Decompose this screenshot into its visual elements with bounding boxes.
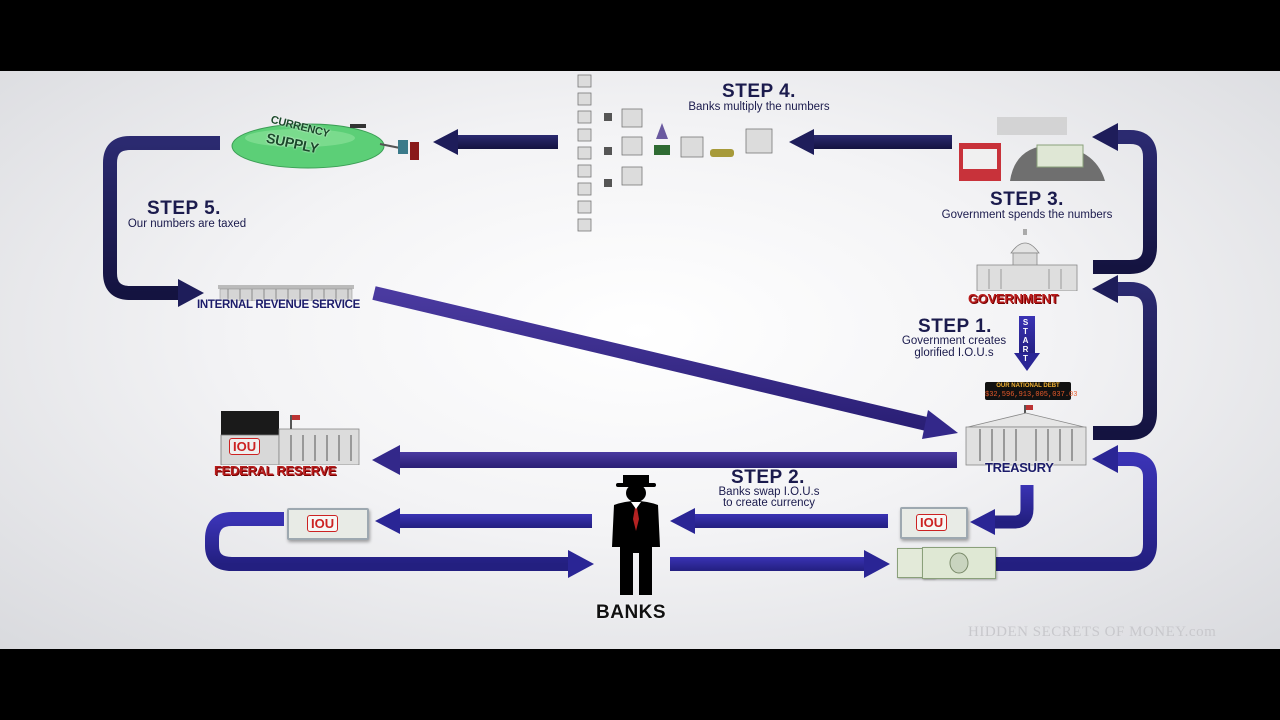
irs-label: INTERNAL REVENUE SERVICE — [197, 299, 360, 311]
step-1-title: STEP 1. — [918, 316, 992, 337]
arrow-government-to-spending-head — [1092, 123, 1118, 151]
step-5-title: STEP 5. — [147, 198, 221, 219]
federal-reserve-label: FEDERAL RESERVE — [214, 463, 337, 478]
arrow-irs-to-treasury — [372, 286, 937, 433]
government-capitol-icon — [976, 229, 1078, 291]
banks-label: BANKS — [596, 602, 667, 623]
start-label: START — [1021, 318, 1033, 363]
arrow-treasury-to-iou-head — [970, 509, 995, 535]
step-3-title: STEP 3. — [990, 189, 1064, 210]
fed-iou-stamp: IOU — [229, 438, 261, 455]
arrow-currency-to-treasury — [995, 452, 1157, 571]
flow-arrows — [103, 123, 1157, 578]
step-1-desc-1: Government creates — [901, 335, 1007, 347]
irs-building-icon — [218, 285, 354, 301]
arrow-treasury-to-government — [1093, 282, 1157, 440]
fed-iou-note-stamp: IOU — [307, 515, 339, 532]
debt-clock-value: $32,596,913,005,037.03 — [985, 391, 1078, 399]
treasury-iou-note: IOU — [900, 507, 968, 539]
banker-figure-icon — [612, 475, 660, 595]
national-debt-clock: OUR NATIONAL DEBT $32,596,913,005,037.03 — [985, 382, 1078, 400]
arrow-treasury-to-government-head — [1092, 275, 1118, 303]
arrow-iou-to-banks — [670, 508, 888, 534]
step-2-desc-1: Banks swap I.O.U.s — [718, 486, 820, 498]
step-2-title: STEP 2. — [731, 467, 805, 488]
step-4-desc: Banks multiply the numbers — [688, 101, 830, 113]
bank-buildings-icon — [577, 74, 773, 232]
arrow-fed-to-banks — [205, 512, 568, 571]
treasury-iou-note-stamp: IOU — [916, 514, 948, 531]
cash-bill-large — [922, 547, 996, 579]
watermark: HIDDEN SECRETS OF MONEY.com — [968, 624, 1217, 640]
arrow-banks-to-currency — [670, 550, 890, 578]
arrow-government-to-spending — [1093, 130, 1157, 274]
arrow-currency-to-irs — [103, 136, 220, 300]
arrow-spending-to-banks — [789, 129, 952, 155]
fed-iou-note: IOU — [287, 508, 369, 540]
treasury-building-icon — [965, 405, 1087, 466]
arrow-treasury-to-iou — [995, 485, 1034, 529]
step-4-title: STEP 4. — [722, 81, 796, 102]
step-2-desc-2: to create currency — [722, 497, 816, 509]
spending-icon — [959, 117, 1105, 181]
step-5-desc: Our numbers are taxed — [127, 218, 247, 230]
step-1-desc-2: glorified I.O.U.s — [914, 347, 994, 359]
bill-portrait-icon — [949, 552, 969, 574]
arrow-irs-to-treasury-head — [922, 410, 958, 439]
treasury-label: TREASURY — [985, 460, 1054, 475]
arrow-banks-to-fed-iou — [375, 508, 592, 534]
currency-supply-balloon-icon — [231, 123, 419, 169]
arrow-treasury-to-federal-reserve — [372, 445, 957, 475]
arrow-fed-to-banks-head — [568, 550, 594, 578]
start-text: START — [1021, 318, 1030, 363]
diagram-canvas: CURRENCY SUPPLY — [0, 71, 1280, 649]
start-arrow — [1014, 316, 1040, 371]
debt-clock-label: OUR NATIONAL DEBT — [996, 383, 1060, 389]
government-label: GOVERNMENT — [968, 291, 1059, 306]
arrow-currency-to-irs-head — [178, 279, 204, 307]
arrow-currency-to-treasury-head — [1092, 445, 1118, 473]
arrow-banks-to-currency-supply — [433, 129, 558, 155]
step-3-desc: Government spends the numbers — [941, 209, 1113, 221]
